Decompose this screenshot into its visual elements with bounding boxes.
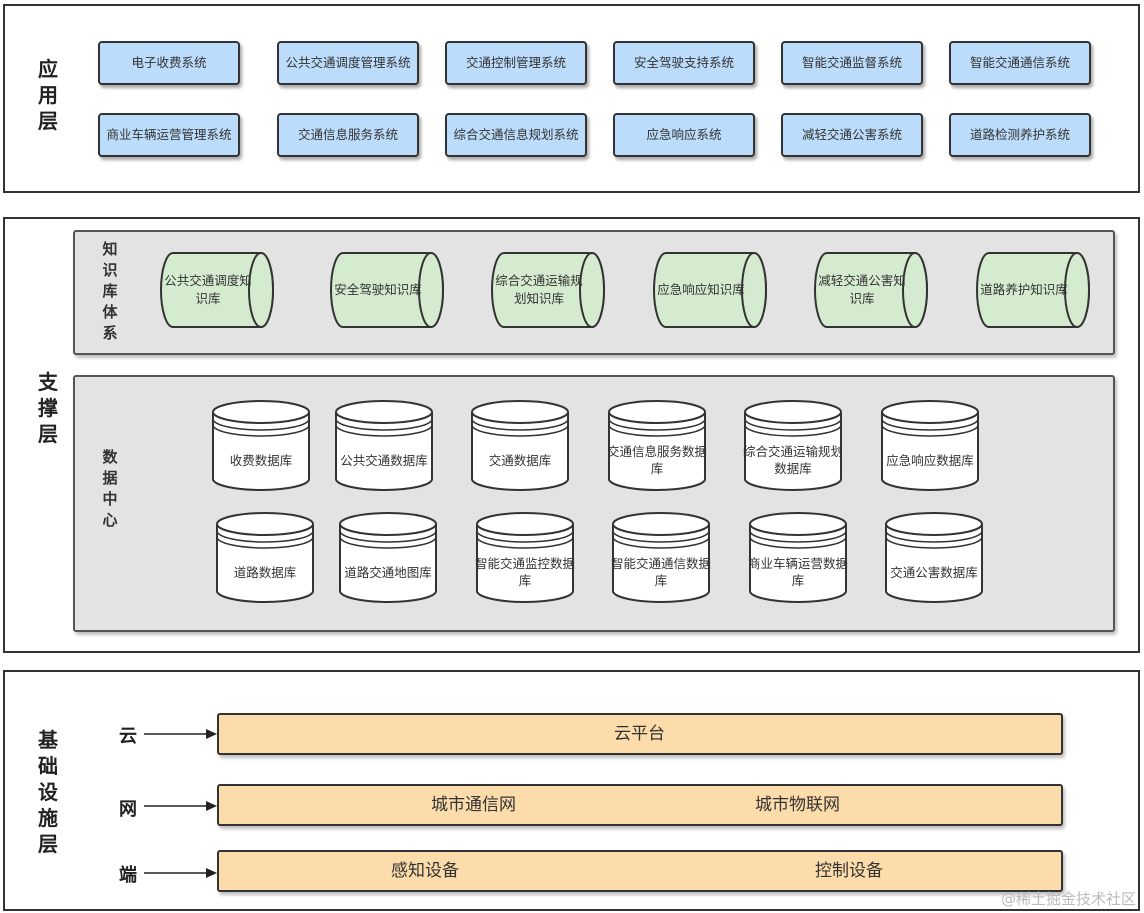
database-label: 公共交通数据库 xyxy=(340,452,428,468)
system-box: 智能交通通信系统 xyxy=(949,41,1091,85)
database-shape xyxy=(212,400,310,491)
network-row-label: 网 xyxy=(119,799,137,820)
knowledge-base-label: 应急响应知识库 xyxy=(657,282,745,297)
support-layer-title: 支撑层 xyxy=(38,370,58,446)
sensing-device-label: 感知设备 xyxy=(391,861,459,881)
database-shape xyxy=(612,512,710,603)
database-cylinder: 商业车辆运营数据库 xyxy=(748,511,852,605)
cloud-platform-bar: 云平台 xyxy=(217,713,1063,755)
knowledge-base-cylinder: 减轻交通公害知识库 xyxy=(813,251,929,329)
arrow-right-icon xyxy=(144,801,217,811)
knowledge-base-shape xyxy=(160,252,274,328)
control-device-label: 控制设备 xyxy=(815,861,883,881)
application-layer-title: 应用层 xyxy=(38,57,58,133)
infrastructure-layer-title: 基础设施层 xyxy=(38,728,58,856)
database-shape xyxy=(339,512,437,603)
database-cylinder: 收费数据库 xyxy=(211,399,315,493)
knowledge-base-cylinder: 应急响应知识库 xyxy=(652,251,768,329)
database-shape xyxy=(881,400,979,491)
database-shape xyxy=(335,400,433,491)
system-box: 应急响应系统 xyxy=(613,113,755,157)
database-label: 交通数据库 xyxy=(488,452,552,468)
system-box: 电子收费系统 xyxy=(98,41,240,85)
database-shape xyxy=(216,512,314,603)
data-center-title: 数据中心 xyxy=(102,448,118,529)
cloud-platform-label: 云平台 xyxy=(614,724,665,744)
knowledge-base-label: 安全驾驶知识库 xyxy=(334,282,422,297)
database-cylinder: 交通信息服务数据库 xyxy=(607,399,711,493)
database-label: 道路数据库 xyxy=(233,564,297,580)
database-shape xyxy=(608,400,706,491)
database-shape xyxy=(749,512,847,603)
system-box: 公共交通调度管理系统 xyxy=(277,41,419,85)
system-box: 综合交通信息规划系统 xyxy=(445,113,587,157)
city-iot-label: 城市物联网 xyxy=(755,795,840,815)
arrow-right-icon xyxy=(144,729,217,739)
knowledge-base-label: 减轻交通公害知识库 xyxy=(818,273,906,306)
database-cylinder: 智能交通监控数据库 xyxy=(475,511,579,605)
watermark: @稀土掘金技术社区 xyxy=(1000,890,1136,908)
knowledge-base-shape xyxy=(976,252,1090,328)
knowledge-base-shape xyxy=(814,252,928,328)
system-box: 交通信息服务系统 xyxy=(277,113,419,157)
city-communication-network-label: 城市通信网 xyxy=(431,795,516,815)
system-box: 减轻交通公害系统 xyxy=(781,113,923,157)
system-box: 交通控制管理系统 xyxy=(445,41,587,85)
database-label: 综合交通运输规划数据库 xyxy=(743,444,844,476)
database-shape xyxy=(744,400,842,491)
database-cylinder: 道路数据库 xyxy=(215,511,319,605)
system-box: 安全驾驶支持系统 xyxy=(613,41,755,85)
terminal-bar: 感知设备 控制设备 xyxy=(217,850,1063,892)
knowledge-base-title: 知识库体系 xyxy=(102,240,118,342)
terminal-row-label: 端 xyxy=(119,865,137,886)
knowledge-base-shape xyxy=(330,252,444,328)
database-label: 道路交通地图库 xyxy=(344,564,432,580)
knowledge-base-shape xyxy=(491,252,605,328)
knowledge-base-cylinder: 综合交通运输规划知识库 xyxy=(490,251,606,329)
cloud-row-label: 云 xyxy=(119,726,137,747)
database-cylinder: 智能交通通信数据库 xyxy=(611,511,715,605)
database-shape xyxy=(476,512,574,603)
knowledge-base-cylinder: 道路养护知识库 xyxy=(975,251,1091,329)
knowledge-base-shape xyxy=(653,252,767,328)
application-layer: 应用层 xyxy=(3,4,1140,193)
database-cylinder: 道路交通地图库 xyxy=(338,511,442,605)
database-label: 收费数据库 xyxy=(229,452,293,468)
database-cylinder: 综合交通运输规划数据库 xyxy=(743,399,847,493)
database-cylinder: 交通数据库 xyxy=(470,399,574,493)
database-label: 交通信息服务数据库 xyxy=(607,444,708,476)
network-bar: 城市通信网 城市物联网 xyxy=(217,784,1063,826)
database-label: 应急响应数据库 xyxy=(886,452,974,468)
database-shape xyxy=(885,512,983,603)
system-box: 智能交通监督系统 xyxy=(781,41,923,85)
database-label: 商业车辆运营数据库 xyxy=(748,556,849,588)
system-box: 道路检测养护系统 xyxy=(949,113,1091,157)
database-cylinder: 交通公害数据库 xyxy=(884,511,988,605)
database-cylinder: 公共交通数据库 xyxy=(334,399,438,493)
database-label: 交通公害数据库 xyxy=(890,564,978,580)
arrow-right-icon xyxy=(144,868,217,878)
database-label: 智能交通监控数据库 xyxy=(475,556,576,588)
system-box: 商业车辆运营管理系统 xyxy=(98,113,240,157)
database-shape xyxy=(471,400,569,491)
knowledge-base-label: 公共交通调度知识库 xyxy=(164,273,252,306)
database-label: 智能交通通信数据库 xyxy=(611,556,712,588)
knowledge-base-label: 道路养护知识库 xyxy=(980,282,1068,297)
knowledge-base-cylinder: 公共交通调度知识库 xyxy=(159,251,275,329)
knowledge-base-cylinder: 安全驾驶知识库 xyxy=(329,251,445,329)
knowledge-base-label: 综合交通运输规划知识库 xyxy=(495,273,583,306)
database-cylinder: 应急响应数据库 xyxy=(880,399,984,493)
